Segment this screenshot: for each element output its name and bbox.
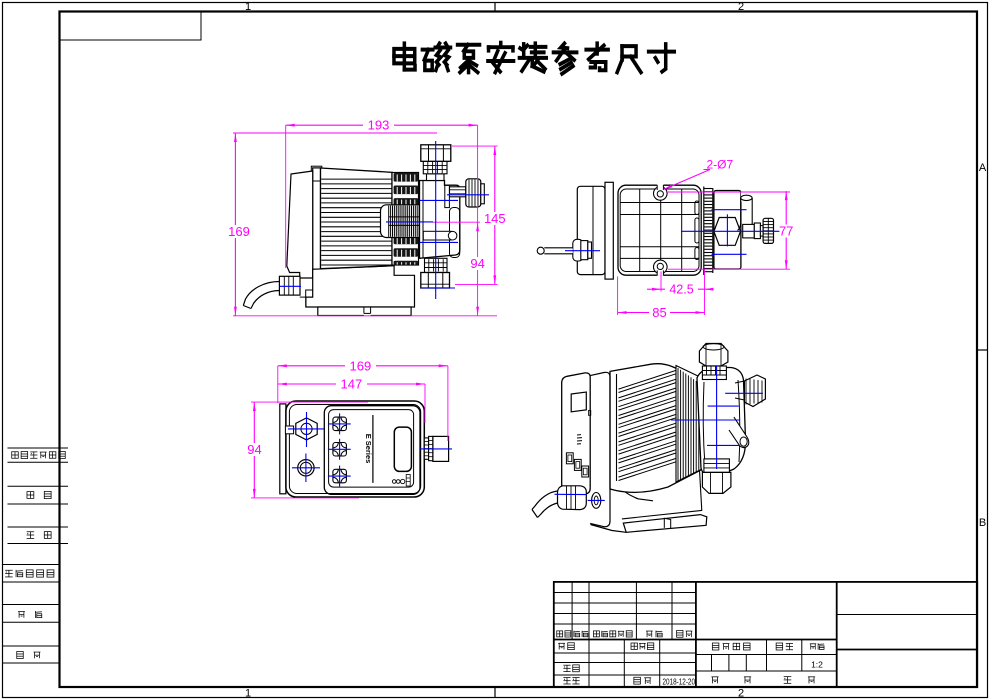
svg-text:193: 193 — [368, 118, 390, 133]
svg-text:169: 169 — [228, 224, 250, 239]
svg-text:B: B — [979, 517, 986, 529]
svg-text:1: 1 — [245, 688, 251, 700]
svg-text:2018-12-20: 2018-12-20 — [663, 677, 696, 686]
svg-text:2-Ø7: 2-Ø7 — [706, 158, 733, 172]
svg-text:94: 94 — [470, 256, 484, 271]
svg-text:1: 1 — [245, 1, 251, 13]
svg-text:E Series: E Series — [364, 434, 373, 464]
svg-text:1:2: 1:2 — [811, 660, 823, 670]
svg-text:77: 77 — [779, 224, 793, 239]
svg-text:145: 145 — [484, 211, 506, 226]
svg-text:94: 94 — [247, 442, 261, 457]
svg-text:147: 147 — [341, 377, 363, 392]
svg-text:42.5: 42.5 — [669, 283, 693, 297]
svg-text:2: 2 — [738, 1, 744, 13]
svg-text:169: 169 — [350, 358, 372, 373]
svg-text:2: 2 — [738, 688, 744, 700]
svg-text:85: 85 — [652, 305, 666, 320]
svg-text:A: A — [979, 162, 987, 174]
